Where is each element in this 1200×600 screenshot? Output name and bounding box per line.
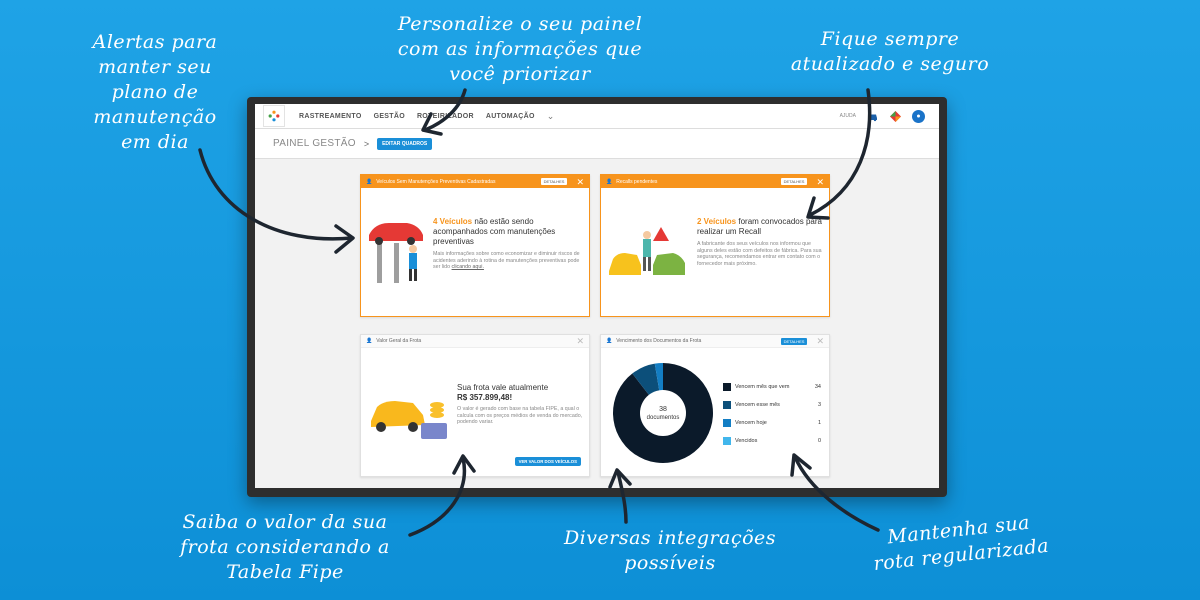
legend-item: Vencem mês que vem 34 <box>723 378 821 396</box>
fleet-description: O valor é gerado com base na tabela FIPE… <box>457 406 583 426</box>
details-button[interactable]: DETALHES <box>780 337 808 345</box>
legend-swatch <box>723 419 731 427</box>
legend-label: Vencem mês que vem <box>735 384 790 390</box>
vehicle-count: 4 Veículos <box>433 217 473 226</box>
user-icon: 👤 <box>366 338 373 344</box>
fleet-value: R$ 357.899,48! <box>457 393 513 402</box>
car-icon[interactable] <box>866 110 879 123</box>
help-link[interactable]: AJUDA <box>839 113 856 119</box>
view-vehicle-values-button[interactable]: VER VALOR DOS VEÍCULOS <box>514 457 581 466</box>
vehicle-count: 2 Veículos <box>697 217 737 226</box>
car-coins-illustration <box>371 401 447 439</box>
monitor-frame: RASTREAMENTO GESTÃO ROTEIRIZADOR AUTOMAÇ… <box>247 97 947 497</box>
close-icon[interactable]: ✕ <box>576 176 584 187</box>
donut-center-count: 38 <box>659 406 667 413</box>
app-logo[interactable] <box>263 105 285 127</box>
nav-item-gestao[interactable]: GESTÃO <box>373 112 405 120</box>
page-title: PAINEL GESTÃO <box>273 138 356 149</box>
maintenance-headline: 4 Veículos não estão sendo acompanhados … <box>433 217 556 246</box>
legend-swatch <box>723 383 731 391</box>
legend-label: Vencem hoje <box>735 420 767 426</box>
details-button[interactable]: DETALHES <box>540 178 568 185</box>
fleet-value-card: 👤 Valor Geral da Frota ✕ Sua frota vale … <box>360 334 590 477</box>
close-icon[interactable]: ✕ <box>576 336 584 346</box>
card-header: 👤 Recalls pendentes DETALHES ✕ <box>601 175 829 188</box>
legend-swatch <box>723 401 731 409</box>
card-header: 👤 Veículos Sem Manutenções Preventivas C… <box>361 175 589 188</box>
mechanic-car-lift-illustration <box>369 223 423 283</box>
card-title: Veículos Sem Manutenções Preventivas Cad… <box>376 178 496 185</box>
card-title: Recalls pendentes <box>616 178 658 185</box>
click-here-link[interactable]: clicando aqui. <box>451 264 484 271</box>
recall-cars-illustration <box>609 227 685 275</box>
legend-value: 34 <box>814 384 821 390</box>
user-icon: 👤 <box>606 338 613 344</box>
nav-item-automacao[interactable]: AUTOMAÇÃO <box>485 112 535 120</box>
donut-center-label: documentos <box>647 415 680 421</box>
app-screen: RASTREAMENTO GESTÃO ROTEIRIZADOR AUTOMAÇ… <box>255 104 939 488</box>
logo-icon <box>268 110 280 122</box>
subheader: PAINEL GESTÃO > EDITAR QUADROS <box>255 129 939 159</box>
card-title: Valor Geral da Frota <box>376 338 422 344</box>
details-button[interactable]: DETALHES <box>780 178 808 185</box>
breadcrumb-separator: > <box>363 138 370 149</box>
fleet-headline: Sua frota vale atualmente <box>457 383 549 392</box>
top-navigation-bar: RASTREAMENTO GESTÃO ROTEIRIZADOR AUTOMAÇ… <box>255 104 939 129</box>
recalls-description: A fabricante dos seus veículos nos infor… <box>697 241 822 267</box>
card-header: 👤 Vencimento dos Documentos da Frota DET… <box>601 335 829 348</box>
legend-value: 0 <box>817 438 821 444</box>
chevron-down-icon[interactable]: ⌄ <box>546 110 555 121</box>
legend-item: Vencem hoje 1 <box>723 414 821 432</box>
card-header: 👤 Valor Geral da Frota ✕ <box>361 335 589 348</box>
nav-item-rastreamento[interactable]: RASTREAMENTO <box>299 112 362 120</box>
documents-donut-chart: 38 documentos <box>613 363 713 463</box>
legend-value: 3 <box>817 402 821 408</box>
maintenance-card: 👤 Veículos Sem Manutenções Preventivas C… <box>360 174 590 317</box>
legend-value: 1 <box>817 420 821 426</box>
legend-item: Vencem esse mês 3 <box>723 396 821 414</box>
documents-card: 👤 Vencimento dos Documentos da Frota DET… <box>600 334 830 477</box>
legend-swatch <box>723 437 731 445</box>
close-icon[interactable]: ✕ <box>816 176 824 187</box>
edit-boards-button[interactable]: EDITAR QUADROS <box>377 137 433 150</box>
user-icon: 👤 <box>366 178 373 185</box>
legend-item: Vencidos 0 <box>723 432 821 450</box>
legend-label: Vencidos <box>735 438 758 444</box>
legend-label: Vencem esse mês <box>735 402 780 408</box>
card-title: Vencimento dos Documentos da Frota <box>616 338 702 344</box>
nav-item-roteirizador[interactable]: ROTEIRIZADOR <box>416 112 474 120</box>
user-icon: 👤 <box>606 178 613 185</box>
user-avatar-icon[interactable]: ● <box>912 109 925 123</box>
recalls-headline: 2 Veículos foram convocados para realiza… <box>697 217 822 236</box>
close-icon[interactable]: ✕ <box>816 336 824 346</box>
multicolor-logo-icon[interactable] <box>889 110 902 123</box>
recalls-card: 👤 Recalls pendentes DETALHES ✕ 2 Veículo… <box>600 174 830 317</box>
maintenance-description: Mais informações sobre como economizar e… <box>433 251 580 271</box>
